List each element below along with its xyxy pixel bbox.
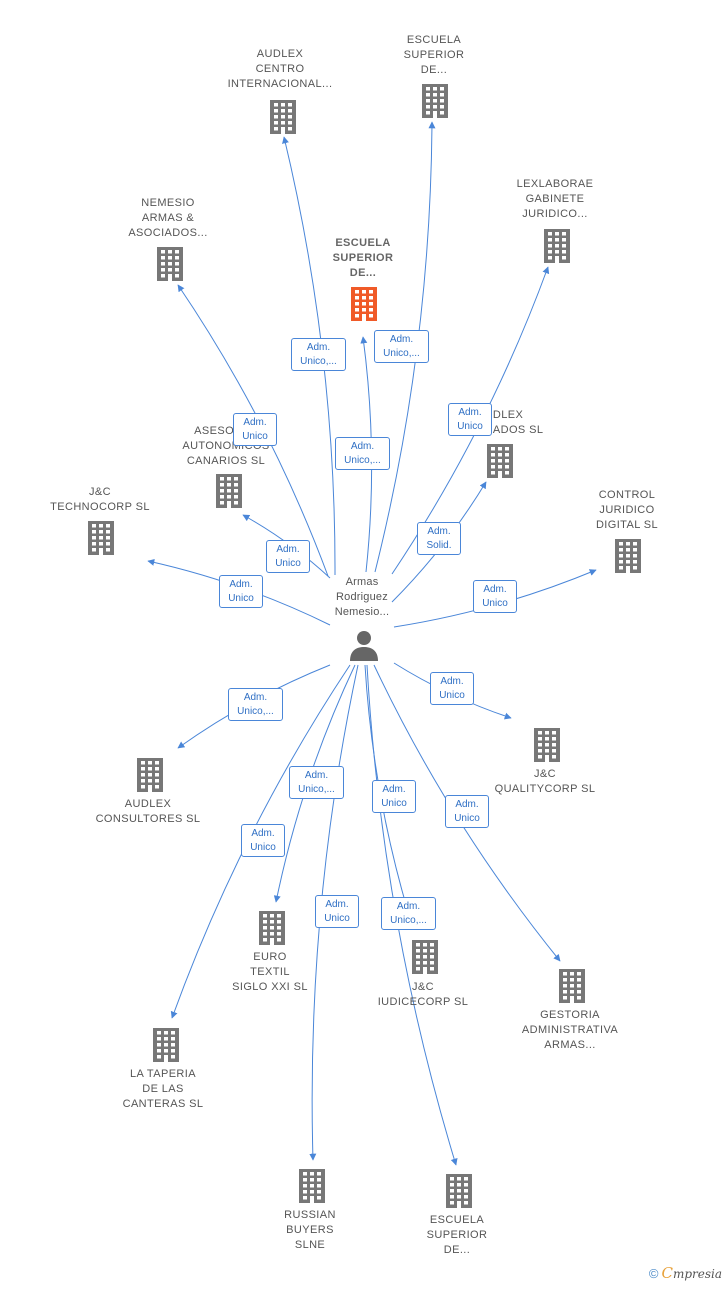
brand-name: mpresia (672, 1267, 722, 1281)
node-label-escuela-top[interactable]: ESCUELA SUPERIOR DE... (403, 34, 465, 76)
building-icon[interactable] (84, 520, 118, 556)
building-icon[interactable] (153, 246, 187, 282)
edge-label-jc-iudice[interactable]: Adm. Unico (372, 780, 416, 813)
node-label-euro-textil[interactable]: EURO TEXTIL SIGLO XXI SL (232, 951, 308, 993)
node-label-taperia[interactable]: LA TAPERIA DE LAS CANTERAS SL (122, 1068, 204, 1110)
building-icon[interactable] (442, 1173, 476, 1209)
edge-label-euro-textil[interactable]: Adm. Unico,... (289, 766, 344, 799)
edge-label-russian[interactable]: Adm. Unico (315, 895, 359, 928)
building-icon[interactable] (295, 1168, 329, 1204)
building-icon[interactable] (418, 83, 452, 119)
node-label-control[interactable]: CONTROL JURIDICO DIGITAL SL (595, 489, 659, 531)
edge-label-audlex-centro[interactable]: Adm. Unico,... (291, 338, 346, 371)
edge-label-escuela-bottom[interactable]: Adm. Unico,... (381, 897, 436, 930)
node-label-audlex-cons[interactable]: AUDLEX CONSULTORES SL (95, 798, 201, 825)
edge-label-escuela-main[interactable]: Adm. Unico,... (335, 437, 390, 470)
center-person-label[interactable]: Armas Rodriguez Nemesio... (334, 576, 390, 618)
building-icon[interactable] (266, 99, 300, 135)
node-label-nemesio[interactable]: NEMESIO ARMAS & ASOCIADOS... (128, 197, 208, 239)
building-icon[interactable] (408, 939, 442, 975)
brand-initial: C (661, 1264, 673, 1282)
node-label-jc-iudice[interactable]: J&C IUDICECORP SL (377, 981, 469, 1008)
node-label-jc-techno[interactable]: J&C TECHNOCORP SL (50, 486, 150, 513)
building-icon[interactable] (555, 968, 589, 1004)
edge-label-control[interactable]: Adm. Unico (473, 580, 517, 613)
node-label-audlex-centro[interactable]: AUDLEX CENTRO INTERNACIONAL... (227, 48, 333, 90)
edge-label-taperia[interactable]: Adm. Unico (241, 824, 285, 857)
building-icon[interactable] (540, 228, 574, 264)
edge-label-jc-techno[interactable]: Adm. Unico (219, 575, 263, 608)
edge-label-audlex-cons[interactable]: Adm. Unico,... (228, 688, 283, 721)
empresia-brand[interactable]: ©Cmpresia (649, 1264, 722, 1282)
building-icon[interactable] (133, 757, 167, 793)
node-label-lexlaborae[interactable]: LEXLABORAE GABINETE JURIDICO... (516, 178, 594, 220)
edge-label-lexlaborae[interactable]: Adm. Unico (448, 403, 492, 436)
copyright-symbol: © (648, 1266, 659, 1281)
node-label-gestoria[interactable]: GESTORIA ADMINISTRATIVA ARMAS... (521, 1009, 619, 1051)
edge-label-nemesio[interactable]: Adm. Unico (233, 413, 277, 446)
building-icon[interactable] (483, 443, 517, 479)
building-icon[interactable] (611, 538, 645, 574)
edge-label-gestoria[interactable]: Adm. Unico (445, 795, 489, 828)
edge-label-asesores[interactable]: Adm. Unico (266, 540, 310, 573)
person-icon[interactable] (347, 628, 381, 664)
edge-label-jc-quality[interactable]: Adm. Unico (430, 672, 474, 705)
edge-label-escuela-top[interactable]: Adm. Unico,... (374, 330, 429, 363)
node-label-escuela-main[interactable]: ESCUELA SUPERIOR DE... (332, 237, 394, 279)
building-icon[interactable] (530, 727, 564, 763)
node-label-escuela-bottom[interactable]: ESCUELA SUPERIOR DE... (426, 1214, 488, 1256)
node-label-jc-quality[interactable]: J&C QUALITYCORP SL (494, 768, 596, 795)
edge-label-audlex-asoc[interactable]: Adm. Solid. (417, 522, 461, 555)
building-icon[interactable] (255, 910, 289, 946)
building-icon[interactable] (212, 473, 246, 509)
building-icon[interactable] (347, 286, 381, 322)
node-label-russian[interactable]: RUSSIAN BUYERS SLNE (284, 1209, 336, 1251)
building-icon[interactable] (149, 1027, 183, 1063)
